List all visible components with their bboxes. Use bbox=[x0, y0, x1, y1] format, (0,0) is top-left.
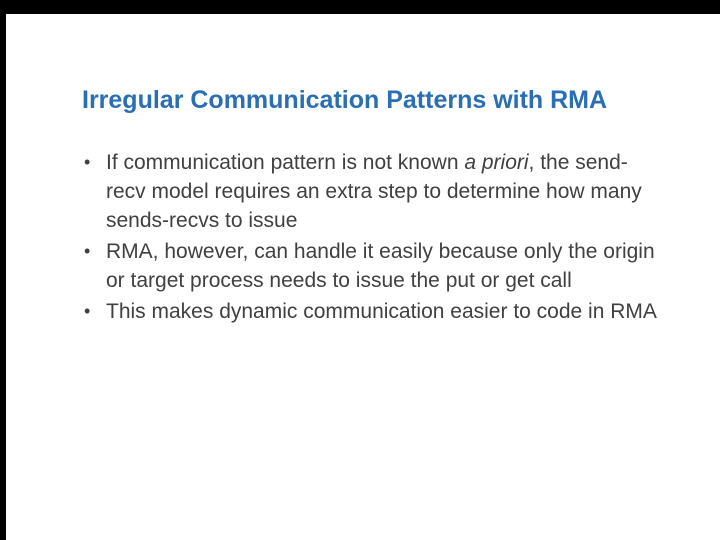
bullet-text: This makes dynamic communication easier … bbox=[106, 300, 657, 323]
bullet-text: , the send-recv model requires an extra … bbox=[106, 151, 642, 232]
bullet-dot-icon: • bbox=[84, 301, 91, 321]
bullet-text-emphasis: a priori bbox=[464, 151, 529, 174]
bullet-dot-icon: • bbox=[84, 241, 91, 261]
slide-title: Irregular Communication Patterns with RM… bbox=[82, 86, 608, 114]
bullet-text: RMA, however, can handle it easily becau… bbox=[106, 240, 655, 292]
bullet-item: • This makes dynamic communication easier… bbox=[80, 297, 660, 326]
bullet-text: If communication pattern is not known bbox=[106, 151, 465, 174]
bullet-item: • If communication pattern is not known a… bbox=[80, 148, 660, 235]
slide: Irregular Communication Patterns with RM… bbox=[6, 14, 720, 540]
bullet-list: • If communication pattern is not known a… bbox=[80, 148, 660, 328]
bullet-item: • RMA, however, can handle it easily beca… bbox=[80, 237, 660, 295]
bullet-dot-icon: • bbox=[84, 152, 91, 172]
